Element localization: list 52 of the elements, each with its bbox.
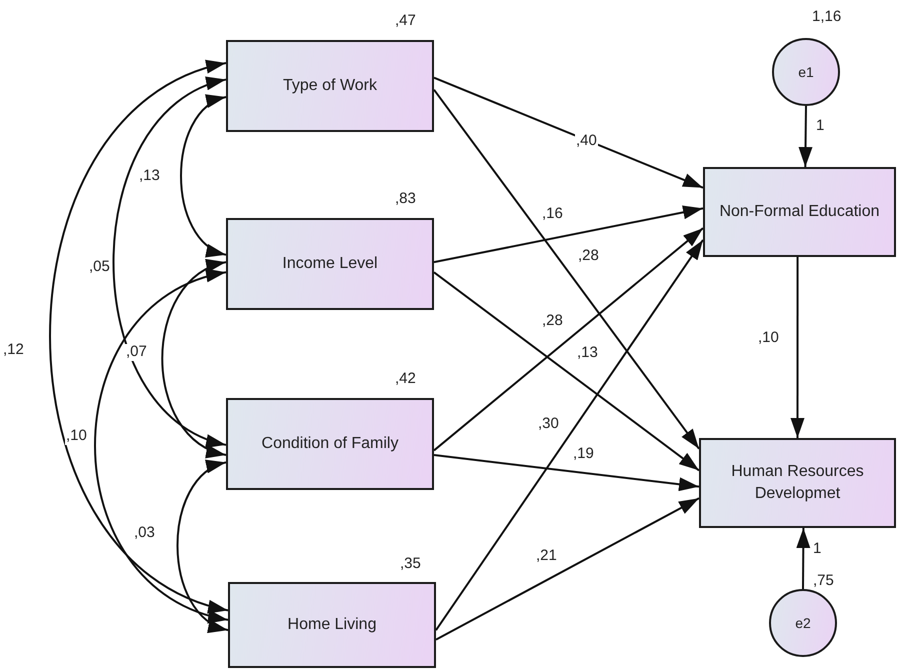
node-label: Condition of Family (260, 434, 400, 454)
edge-label: ,28 (577, 248, 600, 264)
node-label: Non-Formal Education (718, 202, 881, 222)
variance-value: ,42 (395, 370, 416, 387)
covariance-arrow (94, 271, 228, 621)
path-arrow (434, 205, 704, 264)
covariance-arrow (176, 461, 228, 632)
variable-box (226, 40, 434, 132)
edge-label: ,19 (572, 446, 595, 462)
path-arrow (436, 497, 700, 640)
path-arrow (435, 239, 704, 631)
node-label: Human Resources Developmet (730, 462, 865, 504)
variance-value: ,35 (400, 555, 421, 572)
covariance-arrow (49, 62, 228, 612)
variable-box (699, 438, 896, 528)
node-label: e1 (797, 62, 815, 82)
edge-label: ,40 (575, 133, 598, 150)
edge-label: ,16 (541, 206, 564, 222)
edge-label: ,13 (576, 345, 599, 362)
path-arrow (796, 528, 810, 589)
variable-box (226, 398, 434, 490)
covariance-arrow (112, 78, 226, 446)
path-arrow (433, 89, 700, 450)
path-arrow (433, 271, 700, 472)
path-arrow (434, 454, 700, 492)
node-label: Income Level (281, 254, 379, 274)
edge-label: ,13 (138, 168, 161, 184)
covariance-arrow (180, 96, 226, 256)
covariance-arrow (161, 261, 226, 456)
path-arrow (798, 106, 813, 168)
variance-value: ,83 (395, 190, 416, 207)
edge-label: ,10 (65, 428, 88, 444)
variable-box (228, 582, 436, 668)
edge-label: ,05 (88, 259, 111, 276)
variance-value: 1,16 (812, 8, 842, 25)
edge-label: ,07 (125, 344, 148, 360)
edge-label: ,28 (541, 313, 564, 330)
node-label: Type of Work (282, 76, 378, 96)
node-label: Home Living (286, 615, 378, 636)
edge-label: ,03 (133, 525, 156, 542)
path-arrow (790, 257, 804, 438)
edge-label: ,21 (535, 548, 558, 564)
path-arrow (433, 227, 704, 452)
edge-label: ,30 (537, 416, 560, 432)
variable-box (703, 167, 896, 257)
edge-label: ,10 (757, 330, 780, 346)
node-label: e2 (794, 614, 812, 632)
variable-box (226, 218, 434, 310)
edge-label: ,12 (2, 342, 25, 358)
path-arrow (434, 76, 704, 189)
variance-value: ,75 (813, 572, 834, 589)
variance-value: ,47 (395, 12, 416, 29)
